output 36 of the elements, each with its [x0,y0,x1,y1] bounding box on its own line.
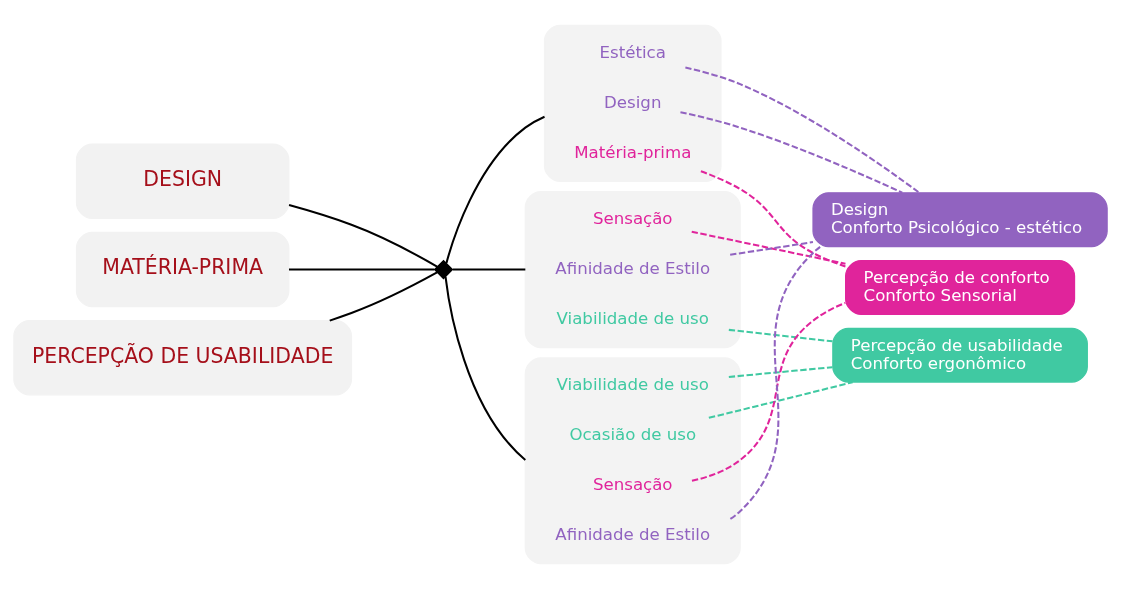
node-text: Ocasião de uso [569,425,697,445]
node-text: Estética [599,42,666,62]
connector [728,328,833,343]
node-text: Sensação [592,475,673,495]
node-text: Design [604,92,662,112]
node-box: Design Conforto Psicológico - estético [812,192,1108,248]
connector [444,276,527,461]
connector [728,366,833,378]
connector [691,230,846,265]
connector [680,111,903,194]
node-text: Sensação [592,209,673,229]
connector [452,268,526,271]
node-diamond [433,259,454,280]
connector [708,381,853,419]
connector [288,204,438,268]
node-box: PERCEPÇÃO DE USABILIDADE [13,320,353,396]
node-box: Percepção de conforto Conforto Sensorial [845,260,1076,315]
node-text: Afinidade de Estilo [555,524,711,544]
connector [445,115,545,264]
connector [700,170,846,268]
cluster [524,357,741,565]
connector [289,268,435,271]
cluster [524,190,741,349]
connector [685,66,920,194]
node-box: MATÉRIA-PRIMA [75,231,290,308]
node-text: Matéria-prima [574,142,692,162]
node-text: Afinidade de Estilo [555,258,711,278]
cluster [543,24,722,182]
node-text: Viabilidade de uso [556,308,709,328]
node-text: Viabilidade de uso [556,375,709,395]
node-box: Percepção de usabilidade Conforto ergonômico [832,327,1088,383]
connector [329,271,438,322]
connector [730,241,814,256]
node-box: DESIGN [75,143,290,220]
connector [729,246,821,520]
connector [691,301,846,482]
